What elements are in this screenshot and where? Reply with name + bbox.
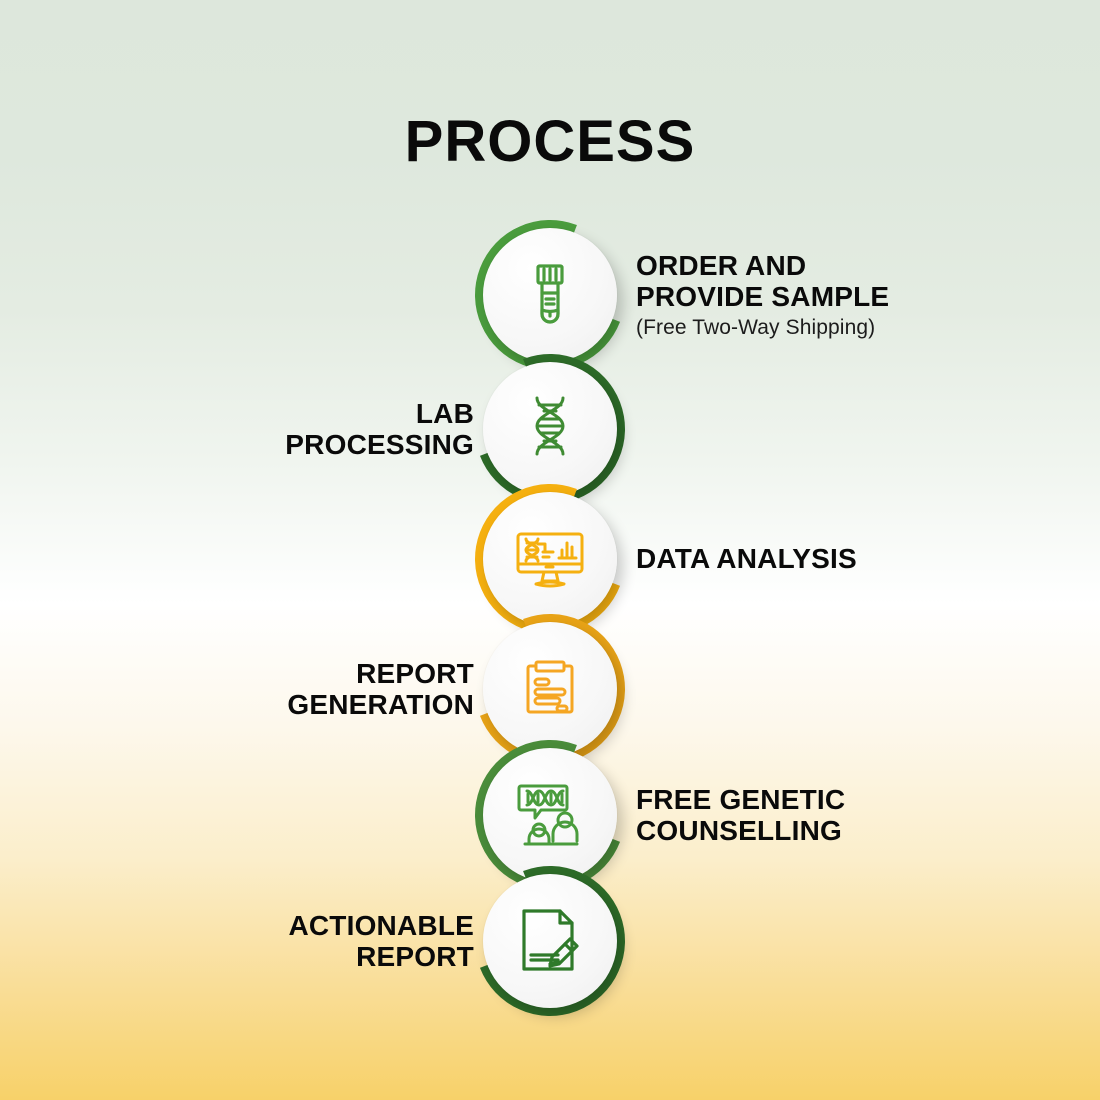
step-1-heading: ORDER AND PROVIDE SAMPLE bbox=[636, 249, 890, 312]
step-4-node[interactable] bbox=[450, 589, 650, 789]
step-4-icon-disc[interactable] bbox=[483, 622, 617, 756]
step-5-heading: FREE GENETIC COUNSELLING bbox=[636, 783, 846, 846]
genetic-counselling-icon bbox=[511, 776, 589, 854]
page-title: PROCESS bbox=[404, 109, 696, 174]
test-tube-icon bbox=[513, 258, 587, 332]
step-5-node[interactable] bbox=[450, 715, 650, 915]
document-pencil-icon bbox=[512, 903, 588, 979]
step-6-heading: ACTIONABLE REPORT bbox=[288, 909, 474, 972]
process-step-4: REPORT GENERATION bbox=[0, 589, 1100, 789]
process-step-2: LAB PROCESSING bbox=[0, 329, 1100, 529]
process-step-3: DATA ANALYSIS bbox=[0, 459, 1100, 659]
step-3-label-block: DATA ANALYSIS bbox=[636, 492, 1066, 626]
step-1-label-block: ORDER AND PROVIDE SAMPLE (Free Two-Way S… bbox=[636, 228, 1066, 362]
step-2-node[interactable] bbox=[450, 329, 650, 529]
step-4-label-block: REPORT GENERATION bbox=[40, 622, 474, 756]
process-step-5: FREE GENETIC COUNSELLING bbox=[0, 715, 1100, 915]
step-6-node[interactable] bbox=[450, 841, 650, 1041]
clipboard-report-icon bbox=[514, 653, 586, 725]
step-5-label-block: FREE GENETIC COUNSELLING bbox=[636, 748, 1066, 882]
monitor-chart-icon bbox=[511, 520, 589, 598]
dna-helix-icon bbox=[513, 392, 587, 466]
step-1-node[interactable] bbox=[450, 195, 650, 395]
step-3-heading: DATA ANALYSIS bbox=[636, 543, 857, 575]
step-5-icon-disc[interactable] bbox=[483, 748, 617, 882]
step-6-label-block: ACTIONABLE REPORT bbox=[40, 874, 474, 1008]
step-2-label-block: LAB PROCESSING bbox=[40, 362, 474, 496]
step-4-heading: REPORT GENERATION bbox=[287, 657, 474, 720]
process-step-6: ACTIONABLE REPORT bbox=[0, 841, 1100, 1041]
step-3-icon-disc[interactable] bbox=[483, 492, 617, 626]
step-1-subtitle: (Free Two-Way Shipping) bbox=[636, 316, 876, 340]
process-step-1: ORDER AND PROVIDE SAMPLE (Free Two-Way S… bbox=[0, 195, 1100, 395]
step-6-icon-disc[interactable] bbox=[483, 874, 617, 1008]
step-2-icon-disc[interactable] bbox=[483, 362, 617, 496]
step-3-node[interactable] bbox=[450, 459, 650, 659]
step-2-heading: LAB PROCESSING bbox=[285, 397, 474, 460]
step-1-icon-disc[interactable] bbox=[483, 228, 617, 362]
